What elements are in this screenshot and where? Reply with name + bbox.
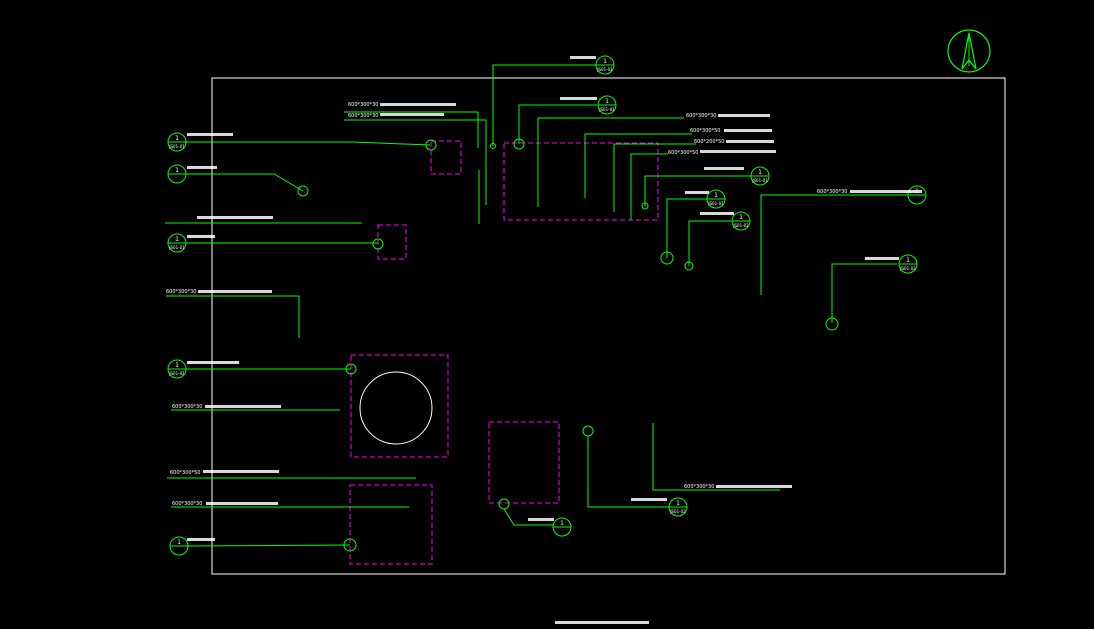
- dim-label: 600*300*30: [348, 113, 378, 119]
- dim-label: 600*300*30: [172, 404, 202, 410]
- bubble-left-5: [169, 536, 189, 556]
- bubble-right-4: [907, 185, 927, 205]
- dim-label: 600*300*50: [170, 470, 200, 476]
- zone-center-bottom: [488, 421, 560, 504]
- bubble-left-1: [167, 132, 187, 152]
- bubble-number: 1: [676, 500, 680, 507]
- bubble-number: 1: [175, 362, 179, 369]
- dim-label: 600*300*30: [166, 289, 196, 295]
- bubble-ref: JS01-01: [751, 178, 768, 183]
- bubble-number: 1: [177, 539, 181, 546]
- bubble-ref: JS01-01: [168, 245, 185, 250]
- bubble-refs: JS01-01 JS01-01 JS01-01 JS01-01 JS01-01 …: [168, 67, 916, 514]
- site-boundary-frame: [211, 77, 1006, 575]
- bubble-number: 1: [175, 135, 179, 142]
- bubble-right-1: [750, 166, 770, 186]
- bubble-ref: JS01-01: [707, 201, 724, 206]
- bubble-numbers: 1 1 1 1 1 1 1 1 1 1 1 1 1 1: [175, 58, 919, 546]
- bubble-top-center: [595, 55, 615, 75]
- bubble-ref: JS01-01: [168, 144, 185, 149]
- hidden-zones: [349, 140, 659, 565]
- zone-bottom-left: [349, 484, 433, 565]
- zone-tree-pit: [350, 354, 449, 458]
- dim-label: 600*300*30: [686, 113, 716, 119]
- bubble-ref: JS01-02: [669, 509, 686, 514]
- bubble-ref: JS01-02: [732, 223, 749, 228]
- bubble-top-center-2: [597, 95, 617, 115]
- bubble-right-2: [706, 189, 726, 209]
- dim-label: 600*300*30: [348, 102, 378, 108]
- bubble-number: 1: [175, 167, 179, 174]
- bubble-bottom-1: [668, 497, 688, 517]
- bubble-left-4: [167, 359, 187, 379]
- zone-top-center: [503, 142, 659, 221]
- bubble-left-3: [167, 233, 187, 253]
- reference-bubbles: [167, 55, 927, 556]
- bubble-ref: JS01-02: [899, 266, 916, 271]
- bubble-number: 1: [758, 169, 762, 176]
- dim-label: 600*300*30: [817, 189, 847, 195]
- dim-label: 600*200*50: [694, 139, 724, 145]
- dimension-labels: 600*300*30 600*300*30 600*300*30 600*300…: [166, 102, 847, 507]
- bubble-number: 1: [605, 98, 609, 105]
- bubble-number: 1: [714, 192, 718, 199]
- illegible-annotations: [187, 56, 922, 624]
- zone-small-left: [377, 224, 407, 260]
- bubble-ref: JS01-01: [168, 371, 185, 376]
- leader-lines: [165, 64, 908, 552]
- dim-label: 600*300*50: [690, 128, 720, 134]
- dim-label: 600*300*30: [172, 501, 202, 507]
- bubble-ref: JS01-01: [596, 67, 613, 72]
- tree-pit-circle: [359, 371, 433, 445]
- north-arrow-icon: [947, 29, 991, 73]
- dim-label: 600*300*50: [668, 150, 698, 156]
- bubble-ref: JS01-01: [598, 107, 615, 112]
- bubble-number: 1: [739, 214, 743, 221]
- bubble-right-3: [731, 211, 751, 231]
- bubble-number: 1: [906, 257, 910, 264]
- bubble-number: 1: [560, 520, 564, 527]
- bubble-bottom-2: [552, 517, 572, 537]
- bubble-number: 1: [603, 58, 607, 65]
- dim-label: 600*300*30: [684, 484, 714, 490]
- bubble-left-2: [167, 164, 187, 184]
- bubble-right-5: [898, 254, 918, 274]
- bubble-number: 1: [175, 236, 179, 243]
